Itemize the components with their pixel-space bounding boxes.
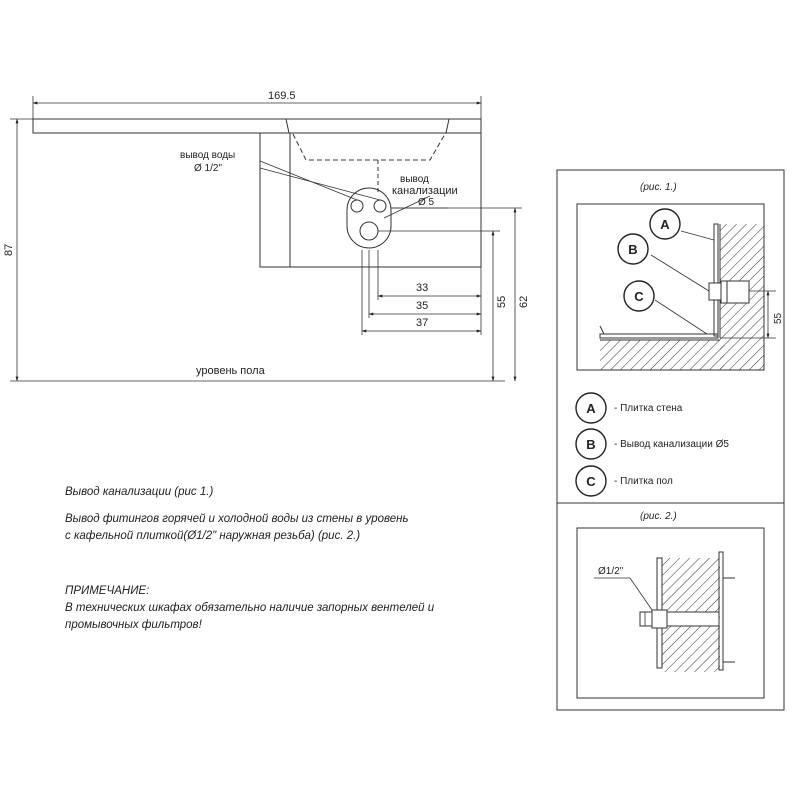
fig2-frame bbox=[576, 527, 765, 699]
fig2-diameter-label: Ø1/2" bbox=[598, 566, 624, 577]
dim-vertical-group bbox=[491, 207, 517, 382]
fig2-wall-section bbox=[594, 551, 735, 672]
svg-text:- Вывод канализации Ø5: - Вывод канализации Ø5 bbox=[614, 439, 729, 450]
dim-width-label: 169.5 bbox=[268, 90, 296, 102]
cabinet-body bbox=[259, 132, 482, 268]
dim-width bbox=[32, 96, 482, 119]
basin-rim bbox=[285, 118, 450, 134]
svg-text:A: A bbox=[660, 217, 670, 232]
note-text-1: В технических шкафах обязательно наличие… bbox=[65, 602, 435, 614]
dim-height bbox=[10, 118, 505, 382]
note-fittings-1: Вывод фитингов горячей и холодной воды и… bbox=[65, 513, 409, 525]
fig1-title: (рис. 1.) bbox=[640, 182, 677, 193]
note-sewer: Вывод канализации (рис 1.) bbox=[65, 486, 214, 498]
water-hole-right bbox=[373, 199, 387, 213]
note-fittings-2: с кафельной плиткой(Ø1/2" наружная резьб… bbox=[65, 530, 361, 542]
fig2-title: (рис. 2.) bbox=[640, 511, 677, 522]
fig1-marker-b: B bbox=[617, 233, 649, 265]
legend-item-a: A - Плитка стена bbox=[575, 392, 683, 424]
svg-text:A: A bbox=[586, 401, 596, 416]
floor-level-label: уровень пола bbox=[196, 365, 266, 377]
note-title: ПРИМЕЧАНИЕ: bbox=[65, 585, 150, 597]
cabinet-front-view bbox=[32, 118, 522, 335]
countertop bbox=[32, 118, 482, 134]
figures-panel bbox=[556, 169, 785, 711]
basin-bowl-hidden bbox=[292, 133, 446, 161]
sewer-label-2: канализации bbox=[392, 185, 458, 197]
water-hole-left bbox=[350, 199, 364, 213]
sewer-hole bbox=[359, 221, 379, 241]
dim-height-label: 87 bbox=[3, 244, 15, 256]
fig1-marker-c: C bbox=[623, 280, 655, 312]
note-text-2: промывочных фильтров! bbox=[65, 619, 202, 631]
dim-37-label: 37 bbox=[416, 317, 428, 329]
water-leader-1 bbox=[259, 160, 358, 201]
sewer-label-1: вывод bbox=[400, 174, 429, 185]
svg-text:- Плитка стена: - Плитка стена bbox=[614, 403, 683, 414]
fig1-marker-a: A bbox=[649, 208, 681, 240]
fig1-wall-section bbox=[599, 223, 776, 370]
water-outlet-label: вывод воды bbox=[180, 150, 235, 161]
sewer-leader bbox=[383, 195, 431, 219]
svg-text:B: B bbox=[628, 242, 637, 257]
outlet-plate bbox=[346, 187, 392, 249]
dim-55-label: 55 bbox=[496, 296, 508, 308]
sewer-diameter-label: Ø 5 bbox=[418, 197, 435, 208]
legend-item-b: B - Вывод канализации Ø5 bbox=[575, 428, 729, 460]
water-leader-2 bbox=[259, 167, 381, 201]
svg-text:C: C bbox=[586, 474, 596, 489]
water-diameter-label: Ø 1/2" bbox=[194, 163, 222, 174]
dim-33-label: 33 bbox=[416, 282, 428, 294]
svg-text:- Плитка пол: - Плитка пол bbox=[614, 476, 673, 487]
dim-62-label: 62 bbox=[518, 296, 530, 308]
legend-item-c: C - Плитка пол bbox=[575, 465, 673, 497]
dim-35-label: 35 bbox=[416, 300, 428, 312]
dim-horizontal-group bbox=[361, 267, 482, 335]
svg-text:C: C bbox=[634, 289, 644, 304]
fig1-dim-55-label: 55 bbox=[773, 312, 784, 324]
svg-text:B: B bbox=[586, 437, 595, 452]
